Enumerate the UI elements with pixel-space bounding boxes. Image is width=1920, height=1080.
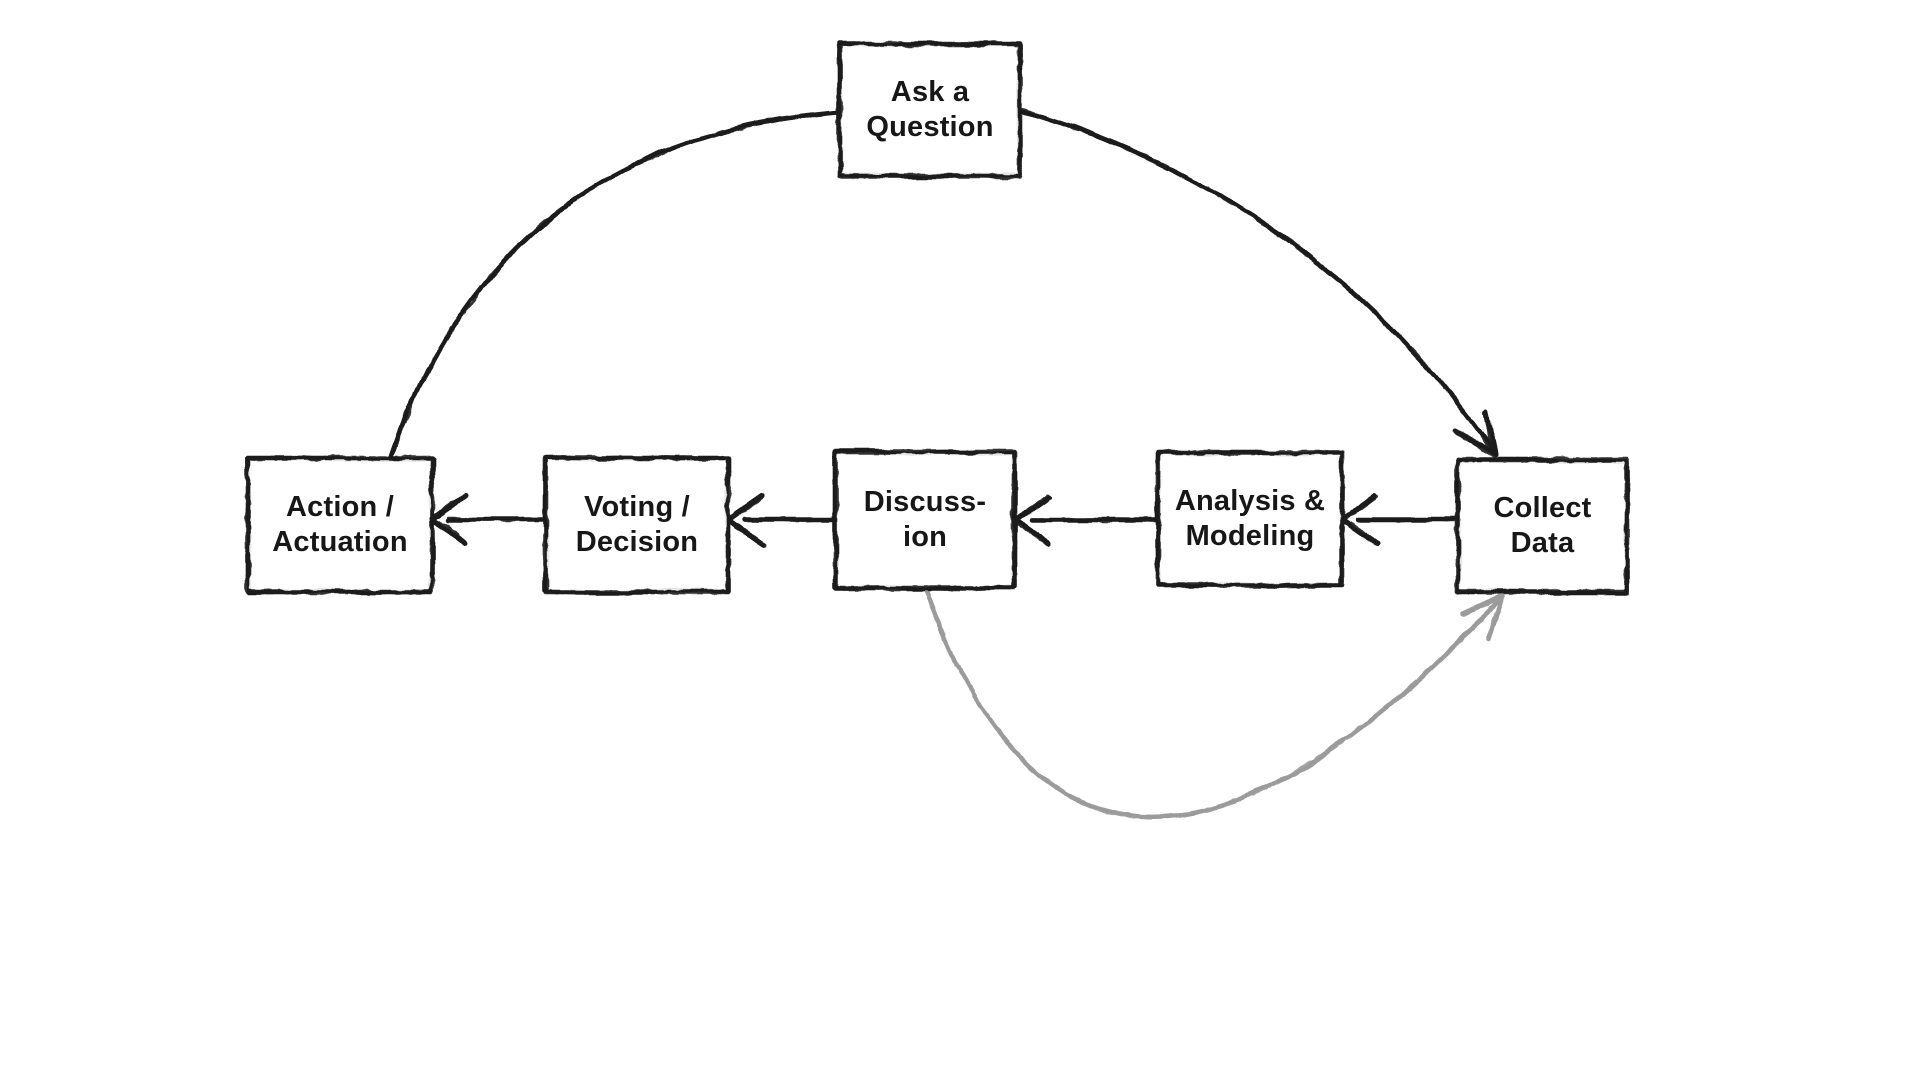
node-label-line: Actuation <box>272 526 408 558</box>
node-label-line: Voting / <box>584 491 690 523</box>
node-analysis-modeling: Analysis & Modeling <box>1158 453 1342 585</box>
node-action-actuation: Action / Actuation <box>248 458 432 592</box>
node-label-line: Collect <box>1493 492 1592 524</box>
node-label-line: Question <box>866 111 994 143</box>
node-label-line: Action / <box>286 491 394 523</box>
node-label-line: Ask a <box>890 76 970 108</box>
node-ask-a-question: Ask a Question <box>840 44 1020 176</box>
node-voting-decision: Voting / Decision <box>546 458 728 592</box>
node-label-line: Discuss- <box>863 486 987 518</box>
node-collect-data: Collect Data <box>1458 460 1627 592</box>
node-label-line: Analysis & <box>1174 485 1326 517</box>
node-label-line: Decision <box>575 526 699 558</box>
node-discussion: Discuss- ion <box>836 452 1014 588</box>
node-label-line: Data <box>1510 527 1575 559</box>
node-label-line: ion <box>902 521 948 553</box>
node-label-line: Modeling <box>1185 520 1315 552</box>
